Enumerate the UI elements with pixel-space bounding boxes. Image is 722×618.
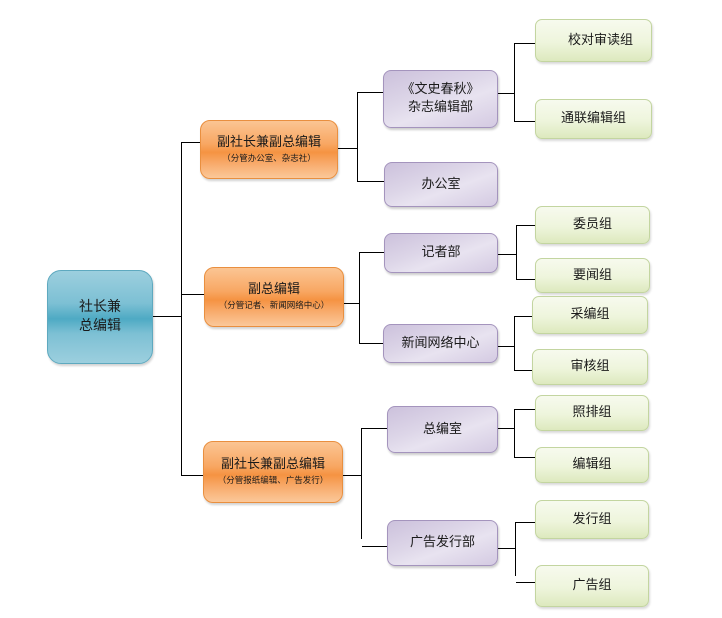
node-label: 社长兼 <box>79 299 121 316</box>
node-advertising-group: 广告组 <box>535 565 649 607</box>
node-label: 采编组 <box>570 307 610 323</box>
connector <box>359 252 360 344</box>
connector <box>359 252 384 253</box>
node-proofreading-group: 校对审读组 <box>535 19 652 62</box>
connector <box>497 548 516 549</box>
connector <box>514 43 515 122</box>
node-label: 总编辑 <box>79 318 121 334</box>
node-typesetting-group: 照排组 <box>535 395 649 431</box>
connector <box>516 582 535 583</box>
node-headline-news-group: 要闻组 <box>535 258 650 293</box>
node-label: 审核组 <box>570 359 610 375</box>
connector <box>516 225 535 226</box>
node-label: 办公室 <box>421 176 461 192</box>
connector <box>337 148 358 149</box>
node-committee-group: 委员组 <box>535 206 650 244</box>
connector <box>497 428 515 429</box>
node-office: 办公室 <box>384 162 498 207</box>
connector <box>497 93 515 94</box>
connector <box>152 316 181 317</box>
node-label: 照排组 <box>572 405 612 421</box>
connector <box>497 254 517 255</box>
node-label: 广告组 <box>572 578 612 594</box>
node-label: 总编室 <box>422 421 462 437</box>
node-distribution-group: 发行组 <box>535 500 649 539</box>
node-chief-editor-office: 总编室 <box>387 406 498 453</box>
node-editing-group: 编辑组 <box>535 447 649 483</box>
node-label: 杂志编辑部 <box>407 100 473 115</box>
node-label: 要闻组 <box>572 267 612 283</box>
connector <box>514 43 535 44</box>
node-subtitle: （分管办公室、杂志社） <box>222 153 316 164</box>
node-label: 通联编辑组 <box>560 111 626 127</box>
connector <box>362 546 387 547</box>
connector <box>357 181 384 182</box>
connector <box>497 346 515 347</box>
connector <box>515 522 516 576</box>
node-ad-distribution-dept: 广告发行部 <box>387 520 498 566</box>
node-reporting-editing-group: 采编组 <box>532 296 648 334</box>
connector <box>342 475 362 476</box>
connector <box>181 142 200 143</box>
node-subtitle: （分管报纸编辑、广告发行） <box>217 476 329 487</box>
node-label: 《文史春秋》 <box>401 82 480 98</box>
node-review-group: 审核组 <box>532 349 648 385</box>
node-label: 新闻网络中心 <box>401 335 480 351</box>
node-root-president-editor-in-chief: 社长兼 总编辑 <box>47 270 153 364</box>
connector <box>357 92 358 181</box>
connector <box>514 316 532 317</box>
node-title: 副总编辑 <box>247 282 300 298</box>
node-deputy-editor: 副总编辑 （分管记者、新闻网络中心） <box>204 267 344 327</box>
connector <box>181 475 203 476</box>
connector <box>514 121 535 122</box>
node-reporters-dept: 记者部 <box>384 233 498 273</box>
node-label: 广告发行部 <box>409 535 475 551</box>
node-label: 编辑组 <box>572 457 612 473</box>
node-vice-president-1: 副社长兼副总编辑 （分管办公室、杂志社） <box>200 120 338 179</box>
node-news-network-center: 新闻网络中心 <box>383 324 498 363</box>
node-label: 发行组 <box>572 511 612 527</box>
node-title: 副社长兼副总编辑 <box>220 457 325 473</box>
connector <box>514 370 532 371</box>
connector <box>514 316 515 371</box>
node-label: 委员组 <box>572 217 612 233</box>
connector <box>514 457 535 458</box>
node-label: 校对审读组 <box>567 32 633 48</box>
connector <box>516 225 517 280</box>
node-magazine-editorial-dept: 《文史春秋》 杂志编辑部 <box>383 70 498 128</box>
node-title: 副社长兼副总编辑 <box>216 134 321 150</box>
connector <box>514 409 515 458</box>
connector <box>359 343 383 344</box>
node-subtitle: （分管记者、新闻网络中心） <box>218 301 330 312</box>
connector <box>361 428 387 429</box>
connector <box>516 279 535 280</box>
node-vice-president-2: 副社长兼副总编辑 （分管报纸编辑、广告发行） <box>203 441 343 503</box>
connector <box>181 294 204 295</box>
connector <box>361 428 362 539</box>
connector <box>515 522 535 523</box>
connector <box>357 92 383 93</box>
connector <box>343 303 360 304</box>
node-label: 记者部 <box>421 245 461 261</box>
connector <box>181 142 182 476</box>
connector <box>514 409 535 410</box>
node-liaison-editing-group: 通联编辑组 <box>535 99 652 139</box>
